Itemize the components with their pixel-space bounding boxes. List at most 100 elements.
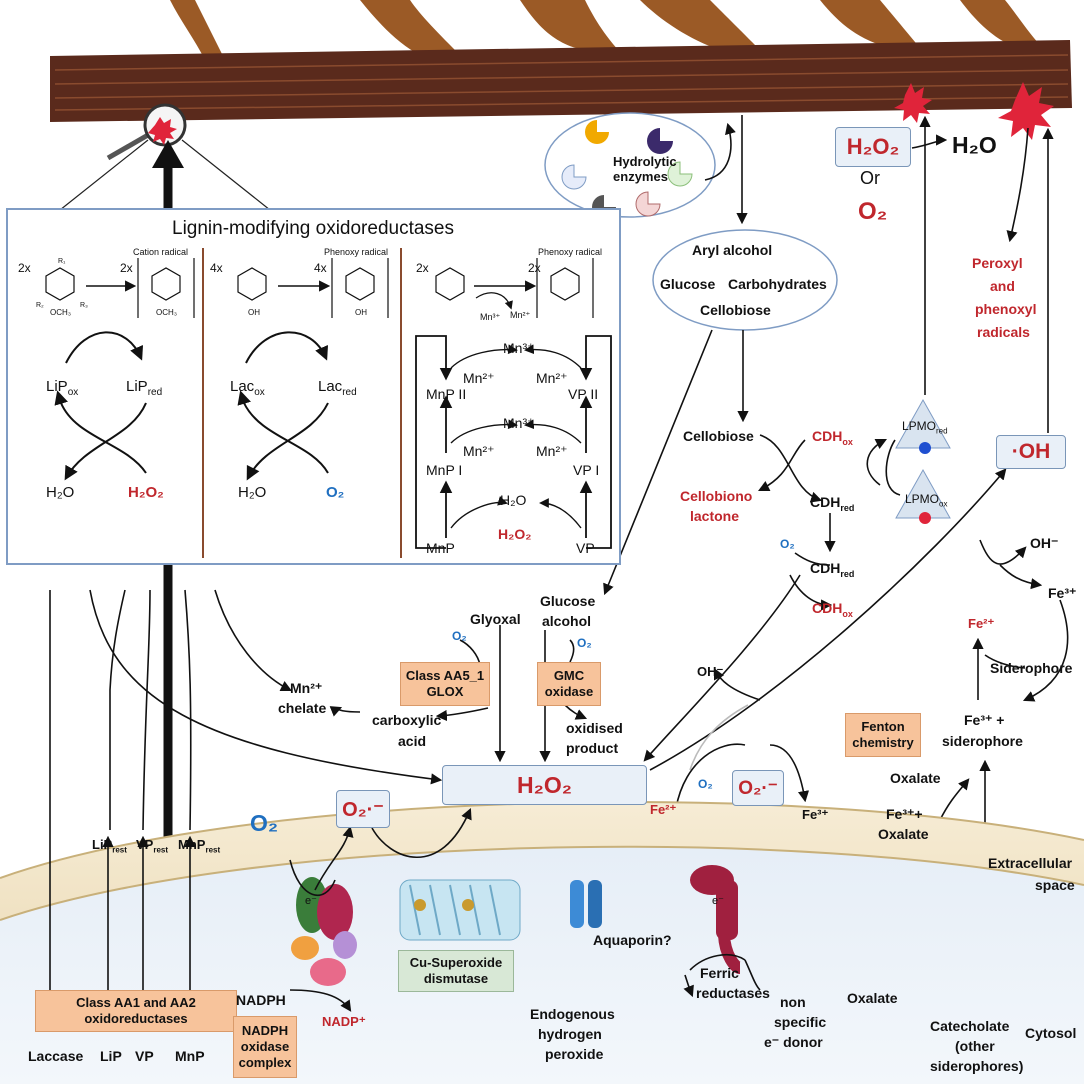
o2-small-fenton: O₂ <box>698 777 713 791</box>
lpmo-red-icon <box>895 398 951 454</box>
oh-label-a: OH <box>248 308 260 317</box>
mn-chelate-2: chelate <box>278 700 327 716</box>
fe2-top: Fe²⁺ <box>968 616 995 631</box>
lpmo-ox-icon <box>895 468 951 524</box>
mnp-ii: MnP II <box>426 386 467 402</box>
nonspecific-3: e⁻ donor <box>764 1034 823 1050</box>
oxidised-2: product <box>566 740 619 756</box>
r1-label: R₁ <box>58 258 66 265</box>
lac-ox: Lacox <box>230 378 265 398</box>
o2-top: O₂ <box>858 198 888 225</box>
ferric-2: reductases <box>696 985 770 1001</box>
endogenous-1: Endogenous <box>530 1006 615 1022</box>
fe3-top: Fe³⁺ <box>1048 585 1077 601</box>
lpmo-ox-label: LPMOox <box>905 492 948 509</box>
r2-label: R₂ <box>36 302 44 309</box>
mult-2x-a: 2x <box>18 261 31 275</box>
mn3-top: Mn³⁺ <box>503 340 535 356</box>
lac-o2: O₂ <box>326 484 345 501</box>
cdh-red-b: CDHred <box>810 560 855 579</box>
mnp: MnP <box>426 540 455 556</box>
phenoxy-radical-label-a: Phenoxy radical <box>324 247 389 257</box>
lip-h2o: H₂O <box>46 484 75 501</box>
lac-h2o: H₂O <box>238 484 267 501</box>
glyoxal-label: Glyoxal <box>470 611 521 627</box>
mn2-a: Mn²⁺ <box>463 370 495 386</box>
mult-4x-a: 4x <box>210 261 223 275</box>
lip-h2o2: H₂O₂ <box>128 484 164 501</box>
cellobiose-label-b: Cellobiose <box>683 428 754 444</box>
electron-nadph: e⁻ <box>305 895 317 907</box>
o2-cdh: O₂ <box>780 537 795 551</box>
peroxyl-3: phenoxyl <box>975 301 1037 317</box>
superoxide-box-left: O₂·⁻ <box>336 790 390 828</box>
carboxylic-1: carboxylic <box>372 712 442 728</box>
lip-label: LiP <box>100 1048 122 1064</box>
fe2-mem: Fe²⁺ <box>650 802 677 817</box>
fe3-mem: Fe³⁺ <box>802 807 829 822</box>
fe3-oxalate-1: Fe³⁺+ <box>886 806 923 822</box>
mult-2x-c: 2x <box>416 261 429 275</box>
cellobiono-1: Cellobiono <box>680 488 753 504</box>
carboxylic-2: acid <box>398 733 427 749</box>
phenoxy-radical-label-b: Phenoxy radical <box>538 247 603 257</box>
superoxide-box-right: O₂·⁻ <box>732 770 784 806</box>
aquaporin-label: Aquaporin? <box>593 932 672 948</box>
vp-i: VP I <box>573 462 600 478</box>
lignin-oxidoreductases-panel: Lignin-modifying oxidoreductases 2x 2x C… <box>6 208 621 565</box>
oh-radical-box: ·OH <box>996 435 1066 469</box>
nadph-label: NADPH <box>236 992 286 1008</box>
lip-red: LiPred <box>126 378 163 398</box>
aryl-alcohol-cell <box>652 229 838 331</box>
oxidised-1: oxidised <box>566 720 623 736</box>
cdh-red-a: CDHred <box>810 494 855 513</box>
nonspecific-1: non <box>780 994 806 1010</box>
cu-sod-protein <box>399 879 521 941</box>
cellobiose-label-a: Cellobiose <box>700 302 771 318</box>
catecholate-1: Catecholate <box>930 1018 1010 1034</box>
h2o2-central-box: H₂O₂ <box>442 765 647 805</box>
mn-chelate-1: Mn²⁺ <box>290 680 323 696</box>
endogenous-3: peroxide <box>545 1046 604 1062</box>
mult-4x-b: 4x <box>314 261 327 275</box>
o2-big: O₂ <box>250 810 279 836</box>
laccase-label: Laccase <box>28 1048 84 1064</box>
glucose-label: Glucose <box>660 276 716 292</box>
h2o-top: H₂O <box>952 132 997 158</box>
och3-label-b: OCH₃ <box>156 308 178 317</box>
cdh-ox-b: CDHox <box>812 600 853 619</box>
fe3-sid-1: Fe³⁺ + <box>964 712 1005 728</box>
mult-2x-d: 2x <box>528 261 541 275</box>
peroxyl-2: and <box>990 278 1015 294</box>
och3-label-a: OCH₃ <box>50 308 72 317</box>
magnifier-icon <box>59 103 271 211</box>
nadp-label: NADP⁺ <box>322 1014 366 1029</box>
mn2-c: Mn²⁺ <box>463 443 495 459</box>
siderophore-label: Siderophore <box>990 660 1073 676</box>
extracellular-1: Extracellular <box>988 855 1073 871</box>
mn3-mid: Mn³⁺ <box>503 415 535 431</box>
cellobiono-2: lactone <box>690 508 740 524</box>
aquaporin-protein <box>570 880 602 928</box>
or-label: Or <box>860 168 880 188</box>
mn3-small: Mn³⁺ <box>480 312 501 322</box>
o2-glox: O₂ <box>452 629 467 643</box>
mn2-b: Mn²⁺ <box>536 370 568 386</box>
oxalate-top: Oxalate <box>890 770 941 786</box>
electron-ferric: e⁻ <box>712 895 724 907</box>
mnp-h2o: H₂O <box>500 492 527 508</box>
oh-label-b: OH <box>355 308 367 317</box>
lac-red: Lacred <box>318 378 357 398</box>
ferric-1: Ferric <box>700 965 739 981</box>
cation-radical-label: Cation radical <box>133 247 189 257</box>
cytosol-label: Cytosol <box>1025 1025 1077 1041</box>
vp: VP <box>576 540 595 556</box>
lpmo-red-label: LPMOred <box>902 419 948 436</box>
mn2-d: Mn²⁺ <box>536 443 568 459</box>
mnp-h2o2: H₂O₂ <box>498 526 532 542</box>
